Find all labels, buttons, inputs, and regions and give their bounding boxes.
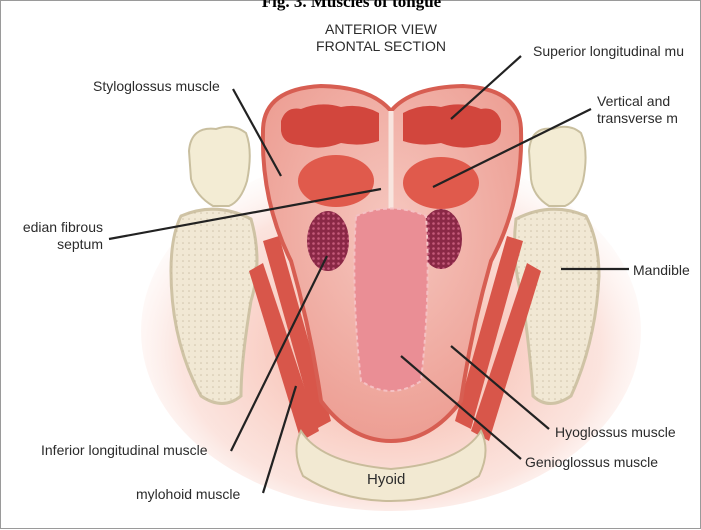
- label-inferior-longitudinal: Inferior longitudinal muscle: [41, 442, 208, 459]
- view-title: ANTERIOR VIEW FRONTAL SECTION: [301, 21, 461, 55]
- left-tooth: [189, 127, 250, 206]
- label-hyoglossus: Hyoglossus muscle: [555, 424, 676, 441]
- right-tooth: [529, 127, 586, 206]
- label-superior-longitudinal: Superior longitudinal mu: [533, 43, 684, 60]
- label-median-septum: edian fibrous septum: [3, 219, 103, 253]
- view-title-line2: FRONTAL SECTION: [301, 38, 461, 55]
- label-styloglossus: Styloglossus muscle: [93, 78, 220, 95]
- label-vertical-transverse-line2: transverse m: [597, 110, 678, 127]
- label-median-septum-line1: edian fibrous: [3, 219, 103, 236]
- view-title-line1: ANTERIOR VIEW: [301, 21, 461, 38]
- label-vertical-transverse: Vertical and transverse m: [597, 93, 678, 127]
- label-hyoid: Hyoid: [367, 471, 405, 488]
- label-vertical-transverse-line1: Vertical and: [597, 93, 678, 110]
- genioglossus-muscle: [354, 209, 427, 392]
- label-median-septum-line2: septum: [3, 236, 103, 253]
- label-mandible: Mandible: [633, 262, 690, 279]
- label-mylohoid: mylohoid muscle: [136, 486, 240, 503]
- label-genioglossus: Genioglossus muscle: [525, 454, 658, 471]
